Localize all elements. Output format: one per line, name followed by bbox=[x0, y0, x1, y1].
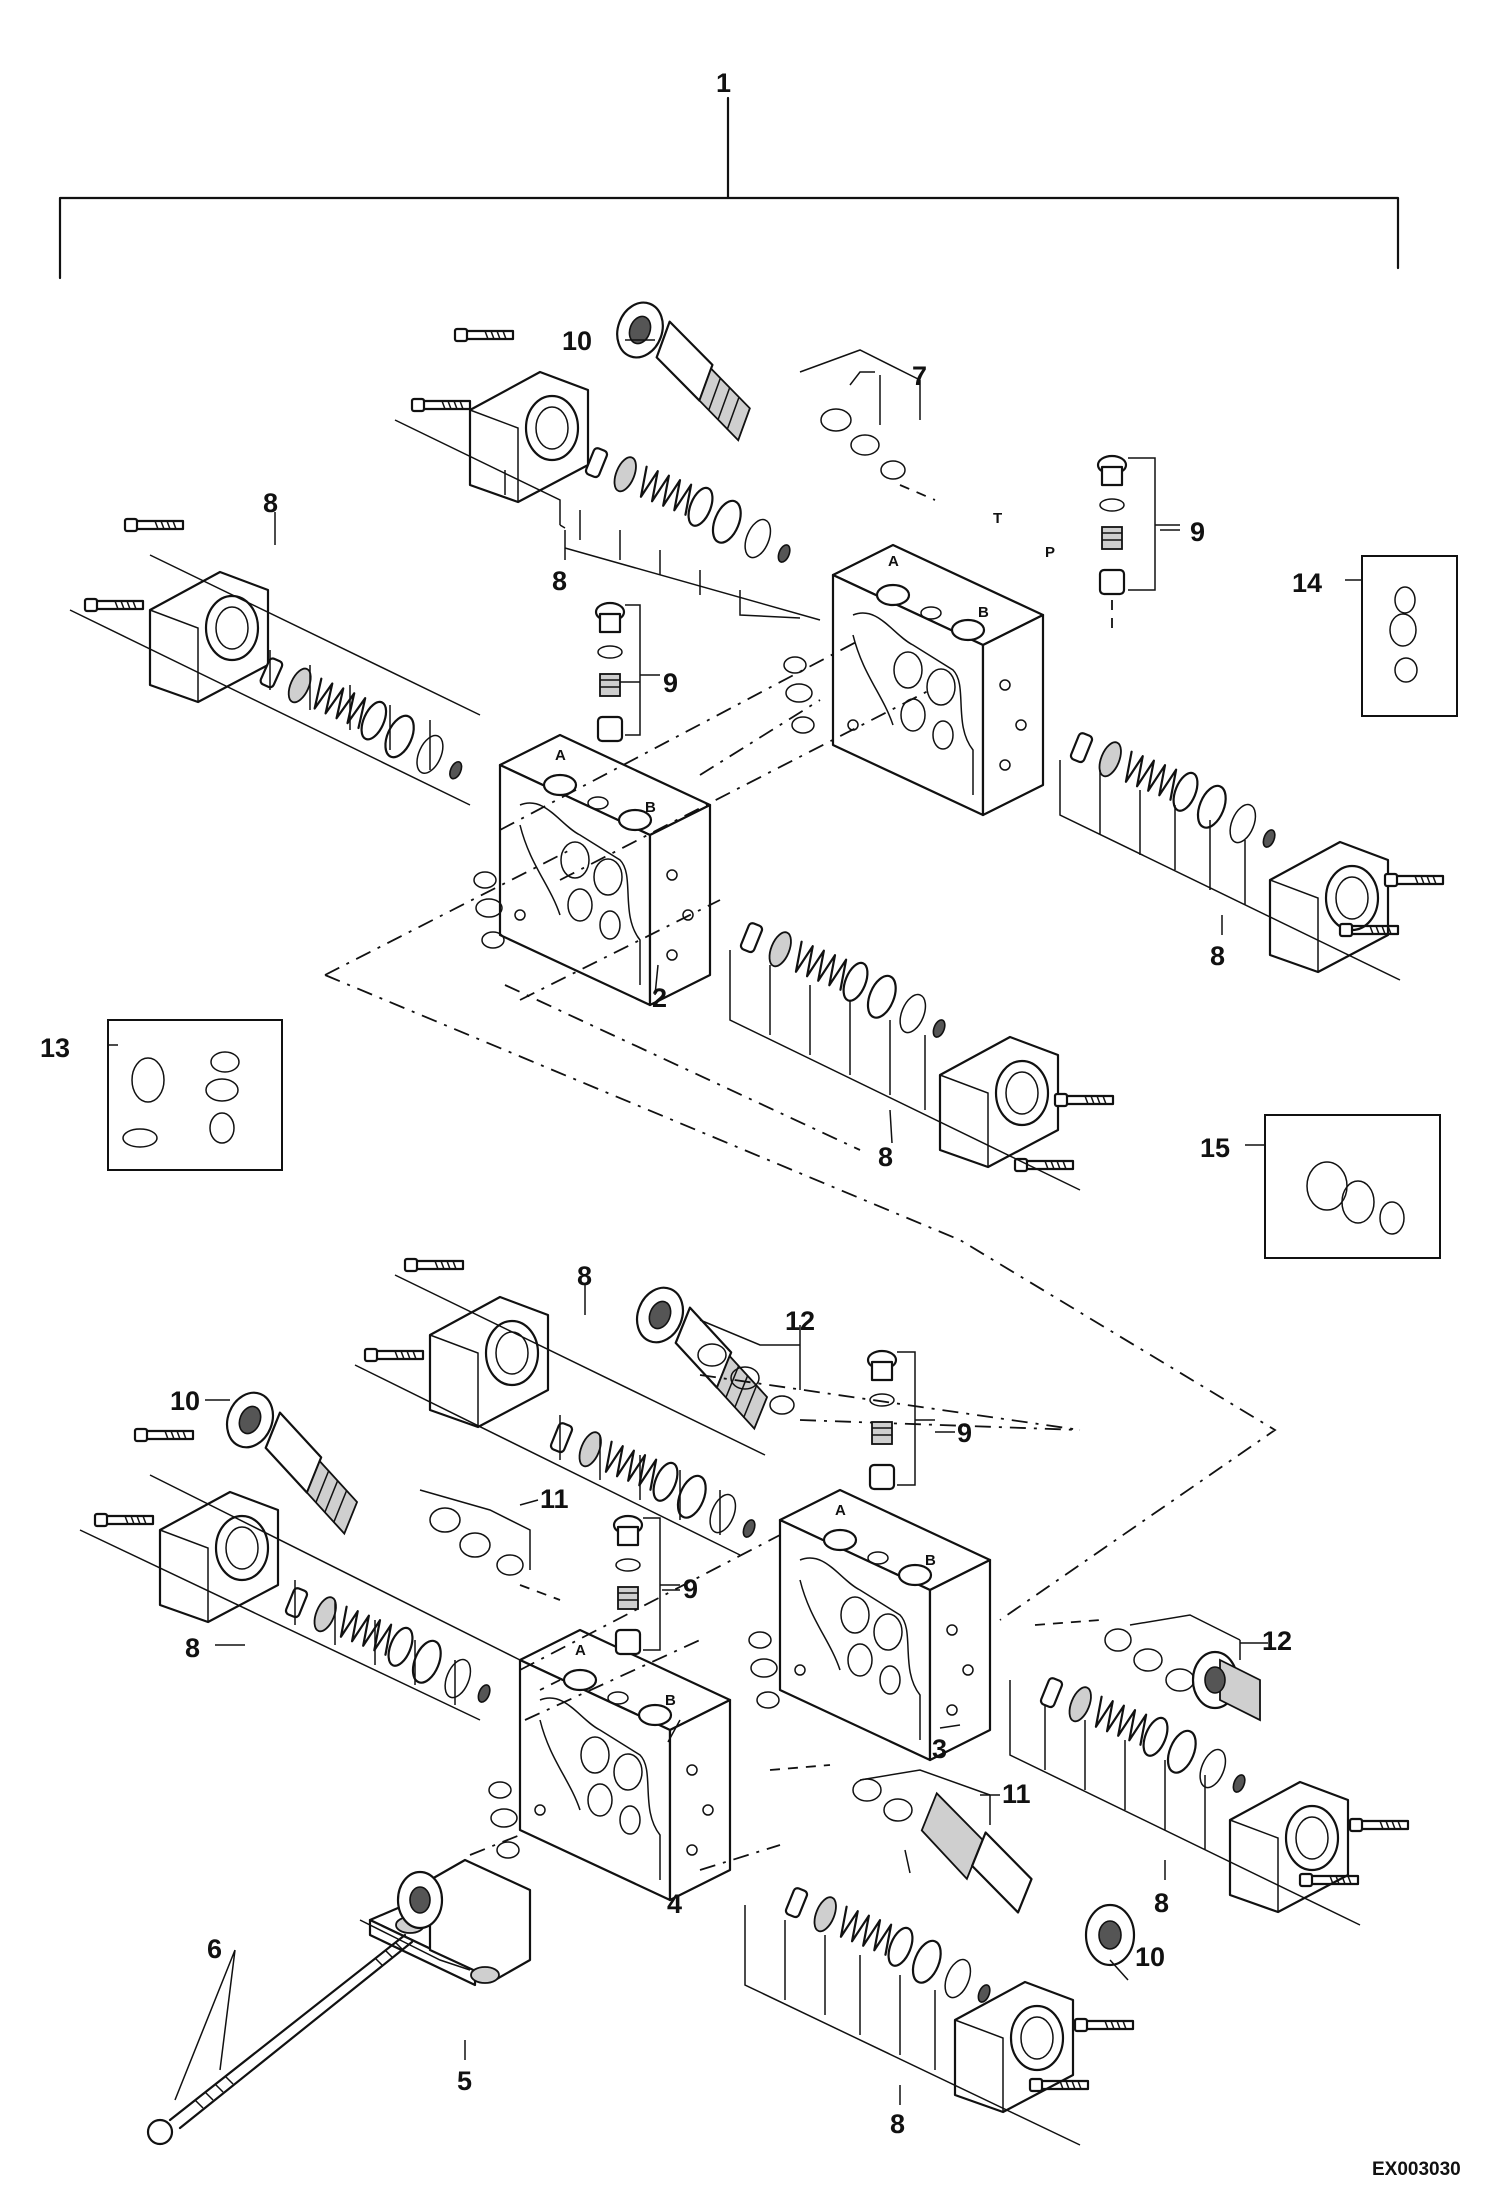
callout-8: 8 bbox=[577, 1261, 592, 1291]
callout-8: 8 bbox=[1154, 1888, 1169, 1918]
callout-10: 10 bbox=[170, 1386, 200, 1416]
callout-15: 15 bbox=[1200, 1133, 1230, 1163]
callout-12: 12 bbox=[1262, 1626, 1292, 1656]
seal-kit-box-15 bbox=[1264, 1114, 1441, 1259]
callout-8: 8 bbox=[185, 1633, 200, 1663]
port-label-a: A bbox=[555, 747, 566, 764]
callout-6: 6 bbox=[207, 1934, 222, 1964]
callout-8: 8 bbox=[263, 488, 278, 518]
callout-2: 2 bbox=[652, 983, 667, 1013]
callout-3: 3 bbox=[932, 1734, 947, 1764]
callout-9: 9 bbox=[683, 1574, 698, 1604]
callout-7: 7 bbox=[912, 361, 927, 391]
callout-12: 12 bbox=[785, 1306, 815, 1336]
callout-8: 8 bbox=[878, 1142, 893, 1172]
callout-5: 5 bbox=[457, 2066, 472, 2096]
callout-9: 9 bbox=[663, 668, 678, 698]
callout-10: 10 bbox=[562, 326, 592, 356]
port-label-b: B bbox=[665, 1692, 676, 1709]
port-label-b: B bbox=[645, 799, 656, 816]
seal-kit-box-14 bbox=[1361, 555, 1458, 717]
port-label-b: B bbox=[978, 604, 989, 621]
callout-14: 14 bbox=[1292, 568, 1322, 598]
port-label-t: T bbox=[993, 510, 1002, 527]
callout-8: 8 bbox=[552, 566, 567, 596]
port-label-a: A bbox=[835, 1502, 846, 1519]
port-label-b: B bbox=[925, 1552, 936, 1569]
callout-8: 8 bbox=[1210, 941, 1225, 971]
callout-1: 1 bbox=[716, 68, 731, 98]
figure-code: EX003030 bbox=[1372, 2159, 1461, 2180]
callout-11: 11 bbox=[1002, 1779, 1031, 1809]
port-label-a: A bbox=[888, 553, 899, 570]
callout-4: 4 bbox=[667, 1889, 682, 1919]
port-label-a: A bbox=[575, 1642, 586, 1659]
callout-9: 9 bbox=[1190, 517, 1205, 547]
callout-8: 8 bbox=[890, 2109, 905, 2139]
callout-9: 9 bbox=[957, 1418, 972, 1448]
callout-13: 13 bbox=[40, 1033, 70, 1063]
port-label-p: P bbox=[1045, 544, 1055, 561]
seal-kit-box-13 bbox=[107, 1019, 283, 1171]
callout-10: 10 bbox=[1135, 1942, 1165, 1972]
callout-11: 11 bbox=[540, 1484, 569, 1514]
